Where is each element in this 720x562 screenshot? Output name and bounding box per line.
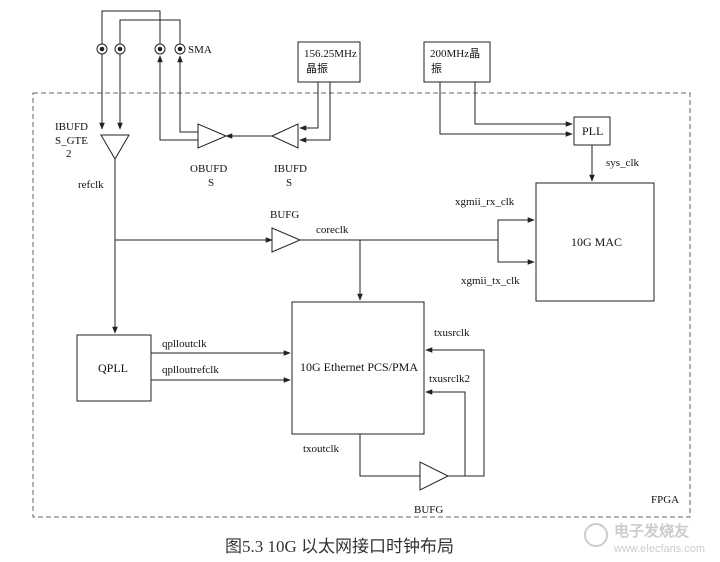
obufds-label: OBUFD — [190, 163, 227, 175]
watermark-url: www.elecfans.com — [613, 543, 705, 555]
mac-label: 10G MAC — [571, 235, 622, 249]
fpga-label: FPGA — [651, 494, 679, 506]
pll-label: PLL — [582, 124, 603, 138]
txusrclk2-label: txusrclk2 — [429, 373, 470, 385]
bufg-bottom-buffer — [419, 461, 450, 491]
mac-block — [535, 182, 655, 302]
bufg-top-buffer — [271, 227, 302, 253]
oscillator-200mhz-label: 200MHz晶 — [430, 47, 480, 60]
watermark-brand: 电子发烧友 — [614, 522, 689, 540]
sys-clk-label: sys_clk — [606, 157, 640, 169]
pll-block — [573, 116, 611, 146]
ibufds-label: IBUFD — [274, 163, 307, 175]
fpga-boundary — [32, 92, 691, 518]
pcs-pma-block — [291, 301, 425, 435]
coreclk-label: coreclk — [316, 224, 349, 236]
xgmii-rx-clk-label: xgmii_rx_clk — [455, 196, 515, 208]
watermark-logo: 电子发烧友 www.elecfans.com — [584, 522, 705, 555]
watermark-logo-icon — [584, 523, 608, 547]
oscillator-156mhz-label: 晶振 — [306, 61, 328, 75]
ibufds-gte2-buffer — [100, 134, 130, 160]
pcs-pma-label: 10G Ethernet PCS/PMA — [300, 360, 418, 374]
txoutclk-label: txoutclk — [303, 443, 340, 455]
obufds-label: S — [208, 177, 214, 189]
ibufds-gte2-label: 2 — [66, 148, 72, 160]
qpll-block — [76, 334, 152, 402]
sma-label: SMA — [188, 44, 212, 56]
sma-connectors — [96, 43, 186, 55]
ibufds-buffer — [270, 123, 299, 149]
oscillator-200mhz-label: 振 — [431, 61, 442, 75]
oscillator-156mhz-label: 156.25MHz — [304, 48, 357, 60]
xgmii-tx-clk-label: xgmii_tx_clk — [461, 275, 520, 287]
bufg-top-label: BUFG — [270, 209, 299, 221]
ibufds-label: S — [286, 177, 292, 189]
oscillator-200mhz — [423, 41, 491, 83]
bufg-bottom-label: BUFG — [414, 504, 443, 516]
ibufds-gte2-label: IBUFD — [55, 121, 88, 133]
qpll-label: QPLL — [98, 361, 128, 375]
figure-caption: 图5.3 10G 以太网接口时钟布局 — [225, 537, 454, 556]
obufds-buffer — [197, 123, 228, 149]
txusrclk-label: txusrclk — [434, 327, 470, 339]
qplloutclk-label: qplloutclk — [162, 338, 207, 350]
refclk-label: refclk — [78, 179, 104, 191]
qplloutrefclk-label: qplloutrefclk — [162, 364, 219, 376]
ibufds-gte2-label: S_GTE — [55, 135, 88, 147]
oscillator-156mhz — [297, 41, 361, 83]
